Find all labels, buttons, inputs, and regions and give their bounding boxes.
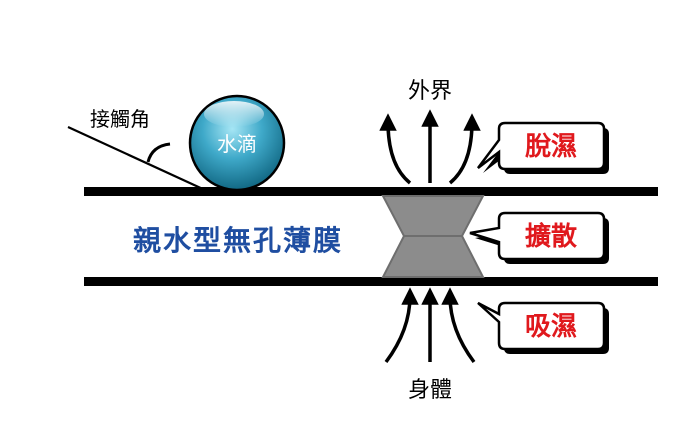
diffusion-label: 擴散 — [525, 221, 577, 252]
membrane-bottom-line — [84, 277, 658, 286]
water-drop — [188, 94, 286, 192]
callout-desorption — [477, 121, 609, 174]
membrane-label: 親水型無孔薄膜 — [133, 224, 343, 257]
arrow-up-icon — [441, 287, 476, 364]
contact-angle-arc — [146, 142, 171, 163]
absorption-label: 吸濕 — [525, 312, 577, 342]
water-drop-label: 水滴 — [217, 132, 257, 156]
membrane-top-line — [84, 187, 658, 196]
arrows-up-bottom — [384, 287, 476, 364]
callout-diffusion — [469, 211, 609, 264]
callout-absorption — [477, 301, 609, 354]
body-label: 身體 — [408, 378, 452, 403]
contact-angle-line — [67, 126, 206, 191]
contact-angle-label: 接觸角 — [90, 107, 150, 131]
arrow-up-icon — [384, 287, 419, 364]
desorption-label: 脫濕 — [525, 132, 577, 162]
arrows-up-top — [379, 109, 481, 185]
outside-label: 外界 — [408, 79, 452, 104]
arrow-up-icon — [448, 113, 481, 185]
membrane-pore — [381, 195, 485, 278]
arrow-up-icon — [379, 113, 412, 185]
